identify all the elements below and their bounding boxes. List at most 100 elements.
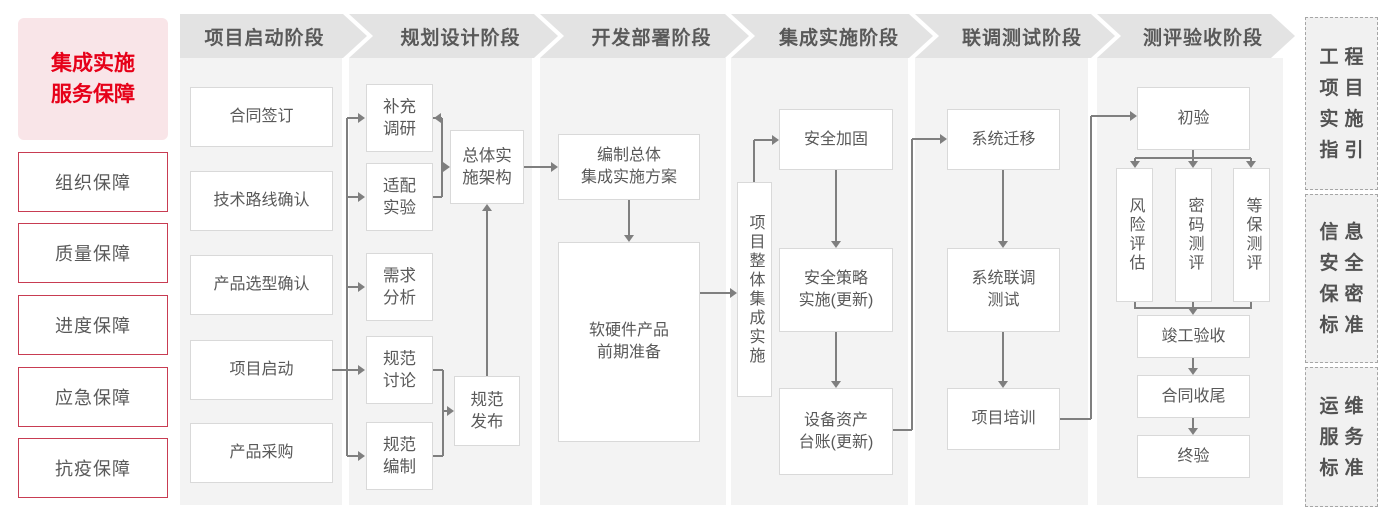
phase-header-label: 测评验收阶段 [1142, 27, 1263, 49]
sidebar-item-emergency-guarantee: 应急保障 [18, 367, 168, 427]
box-overall-implementation-architecture: 总体实 施架构 [450, 130, 524, 204]
box-label: 竣工验收 [1161, 327, 1226, 345]
box-hw-sw-product-preparation: 软硬件产品 前期准备 [558, 242, 700, 442]
box-label: 规范 讨论 [383, 350, 416, 390]
box-security-hardening: 安全加固 [779, 109, 893, 170]
side-panel-project-implementation-guide: 工程 项目 实施 指引 [1305, 17, 1378, 190]
flow-connector-line [1002, 170, 1004, 243]
box-label: 项目整体集成实施 [746, 213, 764, 366]
flow-connector-line [433, 196, 442, 198]
phase-header-label: 开发部署阶段 [591, 27, 712, 49]
flow-connector-line [835, 332, 837, 383]
sidebar-title-card: 集成实施 服务保障 [18, 18, 168, 140]
flow-connector-line [433, 455, 443, 457]
box-label: 需求 分析 [383, 267, 416, 307]
arrowhead-icon [1188, 368, 1198, 375]
sidebar-item-label: 应急保障 [55, 388, 131, 408]
sidebar-item-organization-guarantee: 组织保障 [18, 152, 168, 212]
phase-header-planning-design: 规划设计阶段 [349, 14, 558, 58]
box-project-kickoff: 项目启动 [190, 340, 333, 400]
sidebar-item-label: 质量保障 [55, 244, 131, 264]
sidebar-item-schedule-guarantee: 进度保障 [18, 295, 168, 355]
flow-connector-line [347, 286, 359, 288]
box-label: 密码测评 [1185, 197, 1203, 273]
arrowhead-icon [772, 135, 779, 145]
box-label: 适配 实验 [383, 177, 416, 217]
arrowhead-icon [447, 406, 454, 416]
flow-connector-line [524, 166, 552, 168]
box-label: 编制总体 集成实施方案 [580, 147, 677, 186]
box-adaptation-experiment: 适配 实验 [366, 163, 433, 231]
arrowhead-icon [998, 241, 1008, 248]
flow-connector-line [893, 429, 912, 431]
box-label: 等保测评 [1243, 197, 1261, 273]
box-requirement-analysis: 需求 分析 [366, 253, 433, 321]
box-label: 规范 发布 [470, 391, 504, 431]
arrowhead-icon [358, 451, 365, 461]
box-label: 规范 编制 [383, 436, 416, 476]
box-label: 设备资产 台账(更新) [798, 411, 874, 451]
box-classified-protection-testing: 等保测评 [1233, 168, 1270, 302]
flow-connector-line [332, 369, 347, 371]
flow-connector-line [1250, 302, 1252, 309]
sidebar-item-epidemic-guarantee: 抗疫保障 [18, 438, 168, 498]
flow-connector-line [835, 170, 837, 243]
arrowhead-icon [730, 288, 737, 298]
sidebar-title: 集成实施 服务保障 [51, 52, 135, 106]
box-label: 安全加固 [803, 130, 868, 148]
flow-connector-line [1192, 358, 1194, 370]
arrowhead-icon [1130, 161, 1140, 168]
arrowhead-icon [831, 381, 841, 388]
box-label: 产品选型确认 [213, 276, 310, 293]
phase-header-label: 联调测试阶段 [961, 27, 1082, 49]
flow-connector-line [347, 455, 359, 457]
box-initial-acceptance: 初验 [1137, 87, 1250, 150]
box-system-migration: 系统迁移 [947, 109, 1060, 170]
box-security-policy-implementation: 安全策略 实施(更新) [779, 248, 893, 332]
arrowhead-icon [358, 192, 365, 202]
box-product-selection-confirm: 产品选型确认 [190, 255, 333, 315]
box-project-training: 项目培训 [947, 388, 1060, 450]
flow-connector-line [1090, 116, 1092, 419]
arrowhead-icon [358, 365, 365, 375]
box-label: 产品采购 [229, 444, 294, 461]
arrowhead-icon [1246, 161, 1256, 168]
phase-header-label: 集成实施阶段 [778, 27, 899, 49]
side-panel-label: 运维 服务 标准 [1319, 395, 1370, 479]
box-spec-discussion: 规范 讨论 [366, 336, 433, 404]
box-spec-drafting: 规范 编制 [366, 422, 433, 490]
box-label: 总体实 施架构 [462, 147, 512, 187]
sidebar-item-label: 抗疫保障 [55, 459, 131, 479]
phase-header-evaluation-acceptance: 测评验收阶段 [1097, 14, 1295, 58]
box-label: 合同收尾 [1161, 387, 1226, 405]
box-label: 补充 调研 [383, 98, 416, 138]
box-contract-closure: 合同收尾 [1137, 375, 1250, 418]
phase-header-development-deployment: 开发部署阶段 [540, 14, 749, 58]
arrowhead-icon [358, 282, 365, 292]
box-overall-project-integration: 项目整体集成实施 [737, 182, 772, 397]
arrowhead-icon [482, 204, 492, 211]
phase-header-joint-testing: 联调测试阶段 [915, 14, 1115, 58]
flow-connector-line [1192, 302, 1194, 309]
arrowhead-icon [443, 162, 450, 172]
flow-connector-line [1192, 418, 1194, 430]
flow-connector-line [442, 370, 444, 456]
flow-connector-line [1134, 302, 1136, 309]
box-tech-route-confirm: 技术路线确认 [190, 171, 333, 231]
arrowhead-icon [434, 113, 441, 123]
arrowhead-icon [551, 162, 558, 172]
side-panel-ops-service-standard: 运维 服务 标准 [1305, 367, 1378, 507]
box-overall-integration-plan: 编制总体 集成实施方案 [558, 134, 700, 200]
sidebar-item-label: 进度保障 [55, 316, 131, 336]
flow-connector-line [1002, 332, 1004, 383]
box-supplementary-research: 补充 调研 [366, 84, 433, 152]
box-completion-acceptance: 竣工验收 [1137, 315, 1250, 358]
box-product-procurement: 产品采购 [190, 423, 333, 483]
side-panel-infosec-confidentiality-standard: 信息 安全 保密 标准 [1305, 194, 1378, 363]
arrowhead-icon [1188, 161, 1198, 168]
side-panel-label: 信息 安全 保密 标准 [1319, 221, 1370, 336]
flow-connector-line [347, 196, 359, 198]
flow-connector-line [911, 139, 913, 430]
flow-connector-line [443, 410, 448, 412]
